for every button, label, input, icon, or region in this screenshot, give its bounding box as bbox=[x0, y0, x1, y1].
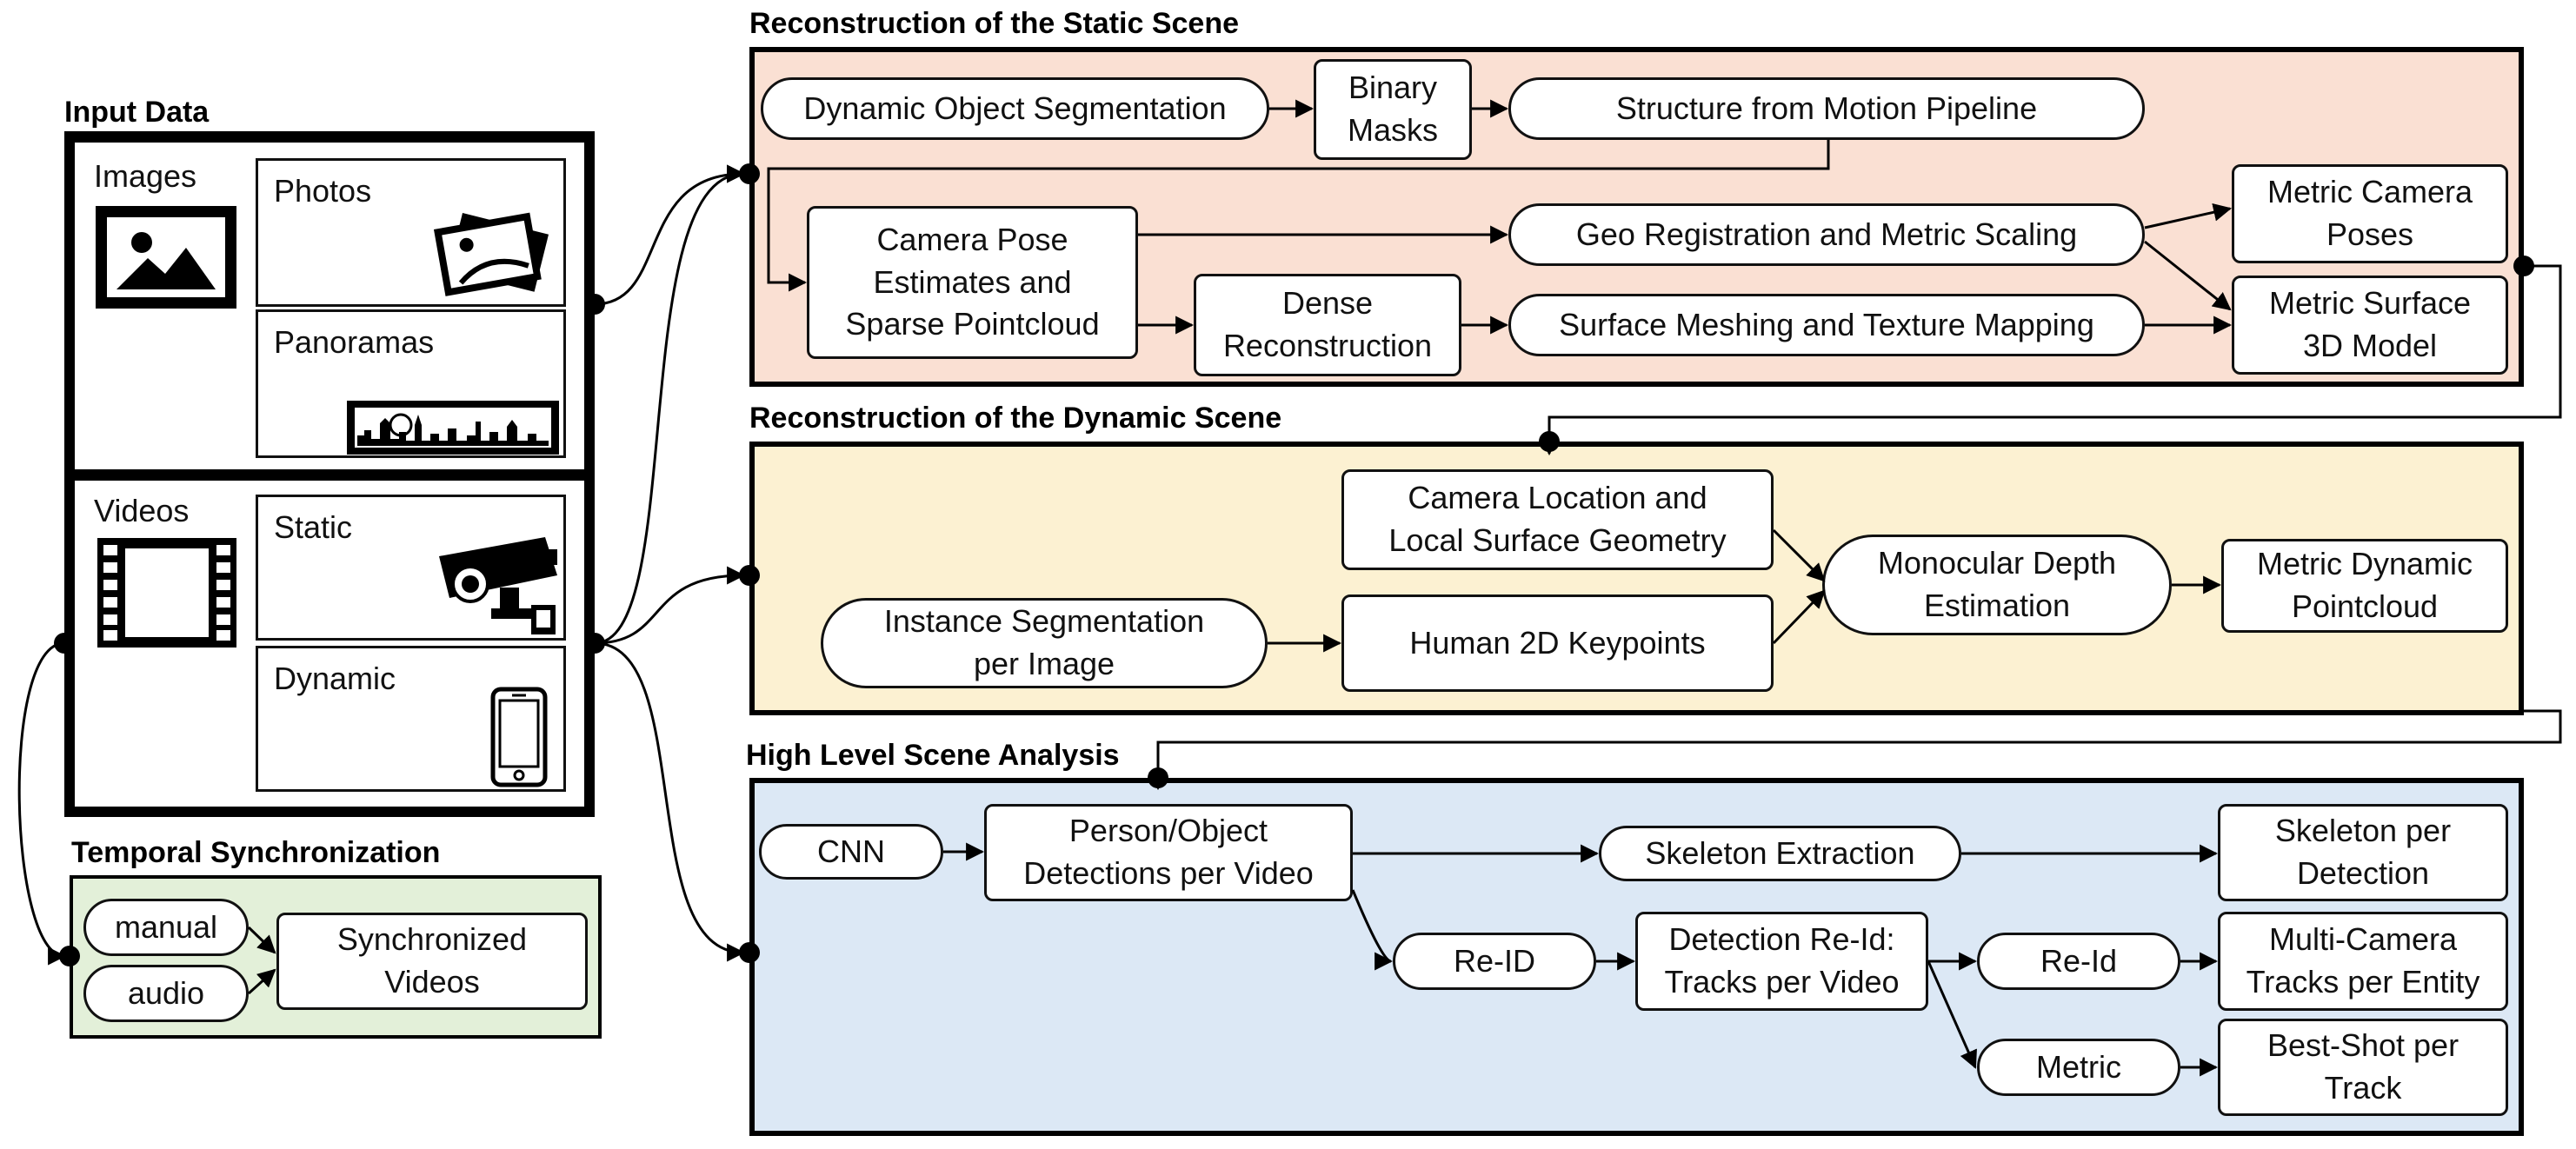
camera-pose-node: Camera Pose Estimates and Sparse Pointcl… bbox=[807, 206, 1138, 359]
panoramas-label: Panoramas bbox=[274, 324, 435, 360]
photos-cell: Photos bbox=[256, 158, 566, 307]
panorama-skyline-icon bbox=[345, 397, 561, 458]
arrow-camloc-to-depth bbox=[1772, 528, 1826, 582]
dynamic-object-segmentation-node: Dynamic Object Segmentation bbox=[761, 77, 1269, 140]
dynamic-video-cell: Dynamic bbox=[256, 646, 566, 792]
metric-dynamic-pointcloud-node: Metric Dynamic Pointcloud bbox=[2221, 539, 2508, 633]
dense-reconstruction-node: Dense Reconstruction bbox=[1194, 274, 1461, 376]
camera-location-node: Camera Location and Local Surface Geomet… bbox=[1341, 469, 1774, 570]
photos-icon bbox=[430, 204, 556, 307]
static-video-cell: Static bbox=[256, 495, 566, 641]
static-video-label: Static bbox=[274, 509, 353, 545]
surface-meshing-node: Surface Meshing and Texture Mapping bbox=[1508, 294, 2145, 356]
arrow-detections-to-reid bbox=[1351, 889, 1394, 971]
arrow-dynamic-to-analysis bbox=[1148, 709, 2562, 791]
security-camera-icon bbox=[430, 532, 561, 640]
panoramas-cell: Panoramas bbox=[256, 309, 566, 458]
cnn-node: CNN bbox=[759, 824, 943, 880]
human-keypoints-node: Human 2D Keypoints bbox=[1341, 594, 1774, 692]
arrow-videos-to-static bbox=[594, 164, 746, 645]
videos-label: Videos bbox=[94, 493, 190, 528]
best-shot-node: Best-Shot per Track bbox=[2218, 1019, 2508, 1116]
detections-node: Person/Object Detections per Video bbox=[984, 804, 1353, 901]
image-icon bbox=[94, 204, 238, 310]
skeleton-per-detection-node: Skeleton per Detection bbox=[2218, 804, 2508, 901]
static-scene-title: Reconstruction of the Static Scene bbox=[749, 7, 1239, 40]
analysis-title: High Level Scene Analysis bbox=[746, 739, 1120, 772]
dynamic-video-label: Dynamic bbox=[274, 661, 396, 696]
binary-masks-node: Binary Masks bbox=[1314, 59, 1472, 160]
arrow-static-to-dynamic bbox=[1540, 264, 2562, 456]
audio-sync-node: audio bbox=[83, 965, 249, 1022]
arrow-images-to-static bbox=[594, 164, 746, 306]
monocular-depth-node: Monocular Depth Estimation bbox=[1822, 535, 2172, 635]
reid-node: Re-ID bbox=[1393, 933, 1596, 990]
structure-from-motion-node: Structure from Motion Pipeline bbox=[1508, 77, 2145, 140]
arrow-videos-to-dynamic bbox=[594, 566, 746, 645]
arrow-geo-to-campose bbox=[2144, 203, 2233, 229]
arrow-keypoints-to-depth bbox=[1772, 589, 1826, 645]
metric-camera-poses-node: Metric Camera Poses bbox=[2232, 164, 2508, 263]
metric-surface-model-node: Metric Surface 3D Model bbox=[2232, 276, 2508, 375]
photos-label: Photos bbox=[274, 173, 372, 209]
metric-node: Metric bbox=[1977, 1039, 2180, 1096]
instance-segmentation-node: Instance Segmentation per Image bbox=[821, 598, 1268, 688]
junction-dots bbox=[54, 163, 2534, 966]
geo-registration-node: Geo Registration and Metric Scaling bbox=[1508, 203, 2145, 266]
tracks-per-video-node: Detection Re-Id: Tracks per Video bbox=[1635, 912, 1928, 1011]
dynamic-scene-title: Reconstruction of the Dynamic Scene bbox=[749, 402, 1282, 435]
multi-camera-tracks-node: Multi-Camera Tracks per Entity bbox=[2218, 912, 2508, 1011]
arrow-input-to-sync bbox=[17, 641, 67, 966]
input-data-title: Input Data bbox=[64, 96, 210, 129]
synchronized-videos-node: Synchronized Videos bbox=[276, 913, 588, 1010]
arrow-audio-to-sync bbox=[247, 968, 276, 995]
reid-entity-node: Re-Id bbox=[1977, 933, 2180, 990]
smartphone-icon bbox=[489, 687, 549, 787]
arrow-tracks-to-metric bbox=[1927, 960, 1977, 1069]
arrow-geo-to-surface bbox=[2144, 240, 2232, 311]
skeleton-extraction-node: Skeleton Extraction bbox=[1599, 826, 1961, 881]
film-strip-icon bbox=[96, 536, 238, 649]
images-label: Images bbox=[94, 158, 197, 194]
arrow-manual-to-sync bbox=[247, 926, 276, 954]
arrow-videos-to-analysis bbox=[594, 641, 746, 962]
sync-title: Temporal Synchronization bbox=[71, 836, 441, 869]
arrow-sfm-to-pose bbox=[767, 140, 1830, 292]
manual-sync-node: manual bbox=[83, 899, 249, 956]
